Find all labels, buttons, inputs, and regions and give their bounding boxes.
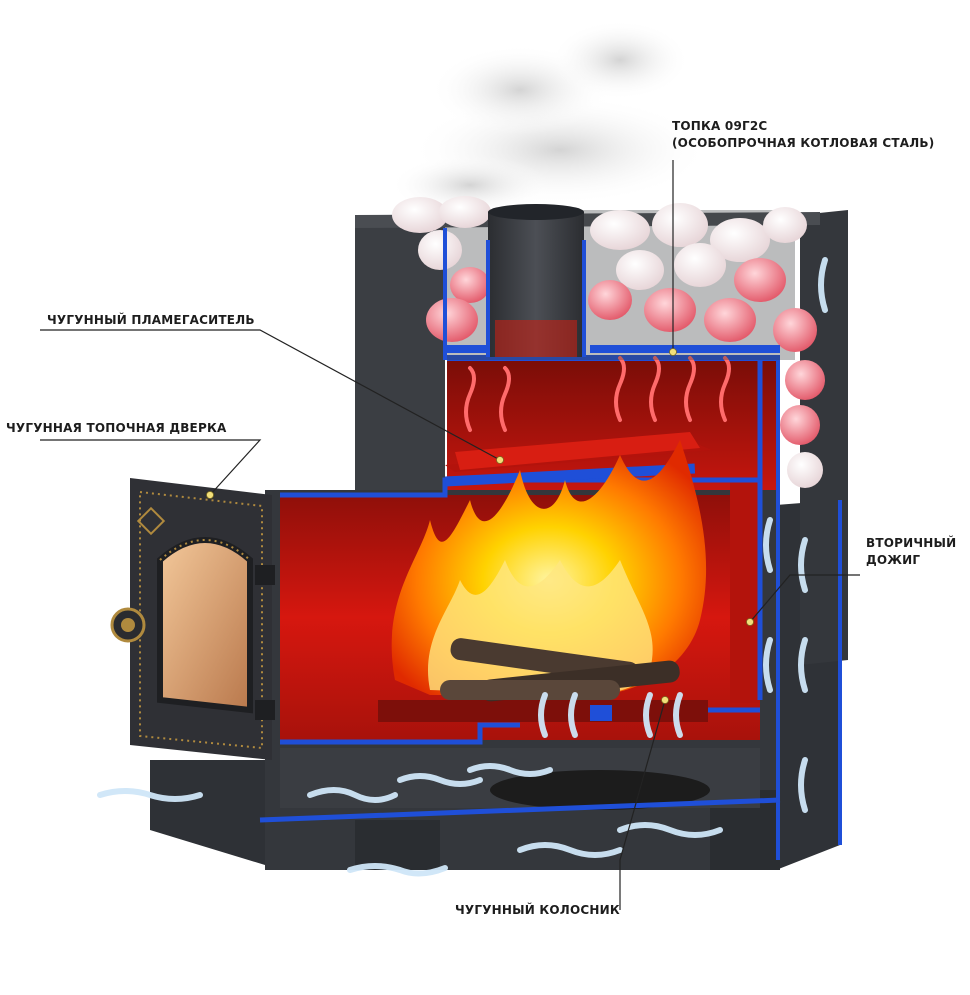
- flame-damper: [444, 432, 712, 487]
- label-firebox: ТОПКА 09Г2С (ОСОБОПРОЧНАЯ КОТЛОВАЯ СТАЛЬ…: [672, 118, 934, 152]
- label-grate: ЧУГУННЫЙ КОЛОСНИК: [455, 903, 620, 917]
- label-afterburn: ВТОРИЧНЫЙ ДОЖИГ: [866, 535, 956, 569]
- chimney-pipe: [486, 204, 586, 357]
- air-arrow-icon: [97, 257, 828, 877]
- label-firebox-line2: (ОСОБОПРОЧНАЯ КОТЛОВАЯ СТАЛЬ): [672, 136, 935, 150]
- label-firebox-line1: ТОПКА 09Г2С: [672, 119, 768, 133]
- knob-icon: [110, 607, 146, 643]
- hot-flow-arrows: [464, 356, 731, 432]
- steam-cloud: [390, 20, 710, 215]
- callout-dots: [206, 348, 754, 704]
- label-firebox-door: ЧУГУННАЯ ТОПОЧНАЯ ДВЕРКА: [6, 421, 227, 435]
- label-flame-damper: ЧУГУННЫЙ ПЛАМЕГАСИТЕЛЬ: [47, 313, 255, 327]
- callout-lines: [40, 160, 860, 910]
- label-afterburn-line1: ВТОРИЧНЫЙ: [866, 536, 957, 550]
- label-afterburn-line2: ДОЖИГ: [866, 553, 921, 567]
- firebox-door: [110, 478, 275, 760]
